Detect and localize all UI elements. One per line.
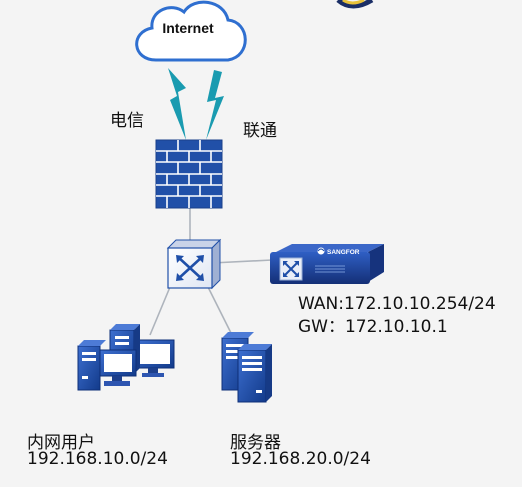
sangfor-device-icon: SANGFOR [270,244,384,284]
device-wan-address: WAN:172.10.10.254/24 [298,294,496,314]
internet-cloud-icon [135,0,247,62]
servers-subnet-label: 192.168.20.0/24 [230,449,371,469]
lightning-link-left-icon [168,68,186,140]
sangfor-brand-label: SANGFOR [327,249,360,256]
firewall-icon [155,139,223,209]
servers-icon [221,332,272,403]
user-workstations-icon [77,324,175,391]
core-switch-icon [166,238,222,290]
connection-lines [149,208,273,336]
servers-name-label: 服务器 [230,433,281,453]
users-subnet-label: 192.168.10.0/24 [27,449,168,469]
device-gateway-address: GW：172.10.10.1 [298,317,448,337]
partial-logo-icon [336,0,374,9]
lightning-link-right-icon [206,70,224,140]
isp-unicom-label: 联通 [243,121,277,141]
users-name-label: 内网用户 [27,433,95,453]
sangfor-logo-icon [317,247,325,255]
internet-label: Internet [162,20,214,36]
isp-telecom-label: 电信 [110,111,144,131]
